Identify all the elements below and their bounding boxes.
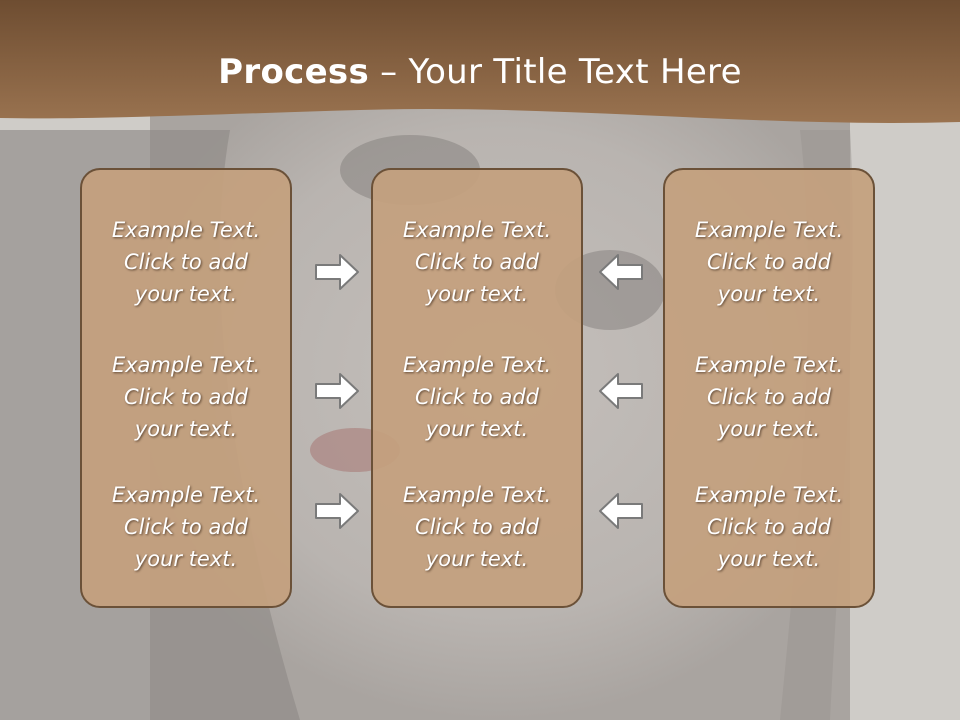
center-item-1[interactable]: Example Text. Click to add your text. [402, 218, 552, 306]
center-item-3[interactable]: Example Text. Click to add your text. [402, 483, 552, 571]
left-item-1[interactable]: Example Text. Click to add your text. [111, 218, 261, 306]
title-bold: Process [218, 52, 370, 92]
right-panel[interactable]: Example Text. Click to add your text. Ex… [663, 168, 875, 608]
left-panel[interactable]: Example Text. Click to add your text. Ex… [80, 168, 292, 608]
left-arrow-icon [599, 254, 643, 290]
right-item-2[interactable]: Example Text. Click to add your text. [694, 353, 844, 441]
left-item-2[interactable]: Example Text. Click to add your text. [111, 353, 261, 441]
right-arrow-icon [315, 493, 359, 529]
center-item-2[interactable]: Example Text. Click to add your text. [402, 353, 552, 441]
left-item-3[interactable]: Example Text. Click to add your text. [111, 483, 261, 571]
right-item-1[interactable]: Example Text. Click to add your text. [694, 218, 844, 306]
right-arrow-icon [315, 254, 359, 290]
right-arrow-icon [315, 373, 359, 409]
left-arrow-icon [599, 373, 643, 409]
right-item-3[interactable]: Example Text. Click to add your text. [694, 483, 844, 571]
left-arrow-icon [599, 493, 643, 529]
slide-title[interactable]: Process – Your Title Text Here [0, 52, 960, 92]
title-rest: – Your Title Text Here [369, 52, 742, 92]
center-panel[interactable]: Example Text. Click to add your text. Ex… [371, 168, 583, 608]
